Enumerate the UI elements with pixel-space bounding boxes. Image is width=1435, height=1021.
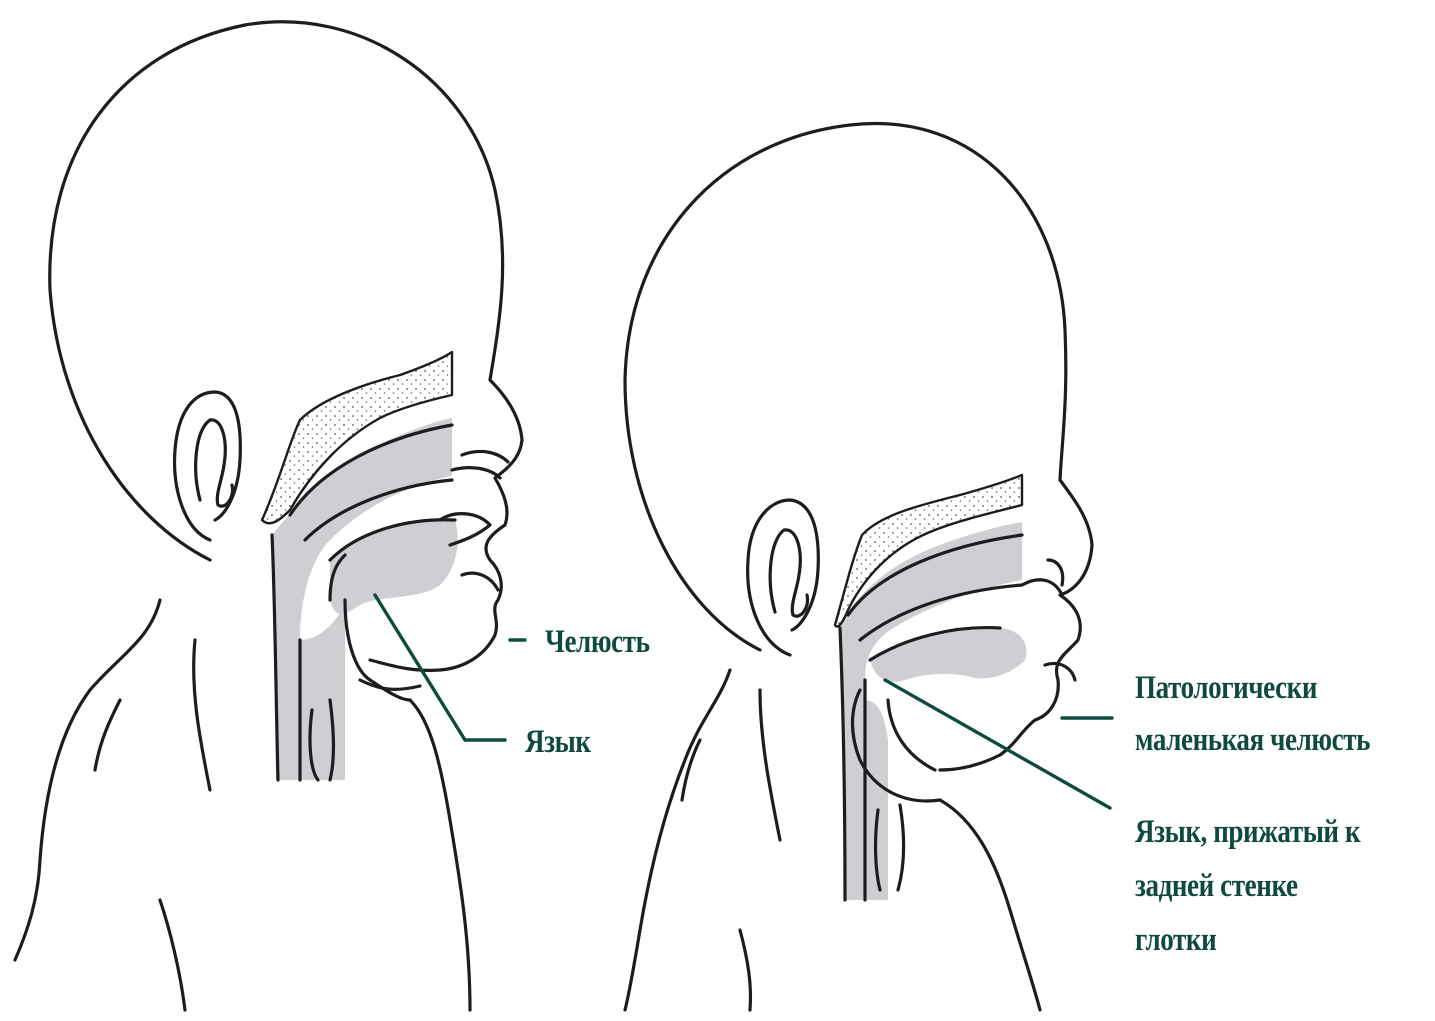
- normal-infant-figure: [15, 22, 522, 1010]
- normal-ear: [175, 392, 241, 540]
- label-pressed-tongue-line-3: глотки: [1135, 916, 1216, 964]
- normal-tongue-shape: [330, 520, 458, 614]
- label-small-jaw-line-1: Патологически: [1135, 664, 1317, 712]
- pathologic-tongue-shape: [870, 628, 1026, 682]
- label-pressed-tongue-line-1: Язык, прижатый к: [1135, 808, 1360, 856]
- label-pressed-tongue-line-2: задней стенке: [1135, 862, 1298, 910]
- label-small-jaw-line-2: маленькая челюсть: [1135, 716, 1370, 764]
- label-normal-tongue: Язык: [525, 718, 590, 766]
- pathologic-leader-lines: [885, 680, 1112, 808]
- pressed-tongue-leader-line: [885, 680, 1110, 808]
- pathologic-infant-figure: [625, 124, 1092, 1010]
- pathologic-ear: [748, 500, 819, 655]
- label-normal-jaw: Челюсть: [545, 618, 649, 666]
